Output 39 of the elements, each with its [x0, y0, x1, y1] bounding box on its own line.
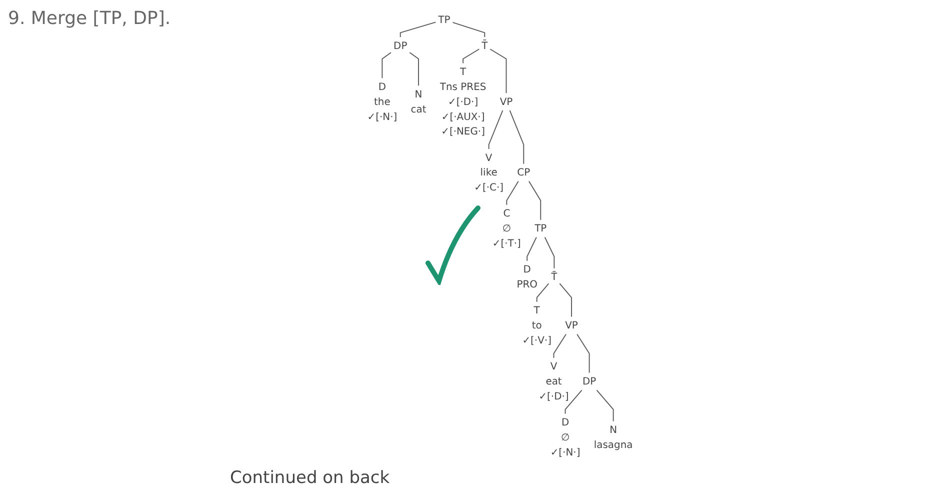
connector	[553, 334, 566, 358]
connector	[382, 52, 392, 79]
connector	[544, 236, 555, 269]
node-text: T Tns PRES ✓[·D·] ✓[·AUX·] ✓[·NEG·]	[440, 66, 486, 138]
connector	[452, 22, 486, 38]
connector	[528, 180, 542, 220]
connector	[596, 390, 614, 422]
node-text: VP	[565, 319, 578, 332]
connector	[409, 52, 419, 86]
connector	[488, 110, 504, 150]
node-text: V like ✓[·C·]	[474, 151, 504, 194]
node-text: D PRO	[516, 263, 538, 290]
title: 9. Merge [TP, DP].	[8, 8, 171, 29]
connector	[506, 180, 519, 206]
node-text: D ∅ ✓[·N·]	[550, 416, 580, 458]
connector	[536, 283, 550, 302]
node-text: CP	[517, 166, 530, 178]
node-text: T̄	[482, 40, 488, 52]
node-text: N lasagna	[594, 424, 633, 450]
connector	[576, 334, 590, 374]
connector	[462, 48, 480, 64]
node-text: T̄	[551, 270, 558, 283]
node-text: C ∅ ✓[·T·]	[492, 207, 521, 250]
connector	[400, 22, 436, 38]
node-text: V eat ✓[·D·]	[538, 360, 569, 402]
node-text: TP	[438, 13, 450, 26]
node-text: DP	[394, 40, 408, 52]
node-text: VP	[500, 96, 513, 108]
connector	[490, 48, 507, 94]
node-text: T to ✓[·V·]	[522, 304, 552, 346]
connector	[559, 283, 572, 318]
node-text: N cat	[410, 88, 426, 115]
connector	[526, 236, 537, 262]
node-text: D the ✓[·N·]	[367, 80, 398, 122]
node-text: TP	[534, 222, 547, 234]
caption: Continued on back	[230, 468, 390, 488]
connector	[509, 110, 524, 164]
connector	[564, 390, 582, 414]
node-text: DP	[582, 375, 596, 388]
